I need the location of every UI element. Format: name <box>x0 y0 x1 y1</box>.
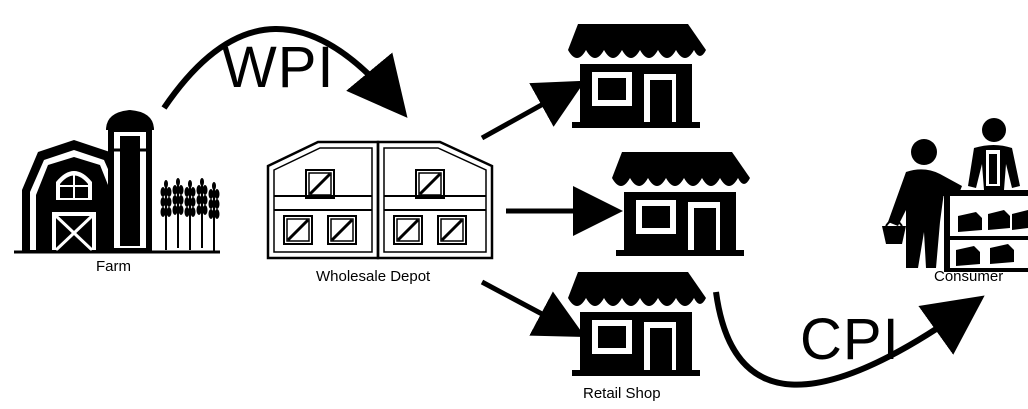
wholesale-depot-label: Wholesale Depot <box>316 268 431 285</box>
arrow-depot-to-store-top <box>480 80 586 141</box>
arrow-depot-to-store-bottom <box>480 279 586 338</box>
cpi-label: CPI <box>800 307 900 372</box>
consumer-label: Consumer <box>934 268 1004 285</box>
store-icon-bottom <box>568 272 706 376</box>
barn-silo-wheat-icon <box>14 110 221 254</box>
store-icon-middle <box>612 152 750 256</box>
wpi-label: WPI <box>222 35 335 100</box>
warehouse-crates-icon <box>266 140 494 260</box>
store-icon-top <box>568 24 706 128</box>
wpi-arrow <box>161 26 408 118</box>
farm-label: Farm <box>96 258 131 275</box>
cpi-arrow <box>713 291 985 388</box>
warehouse-crates <box>282 168 468 246</box>
retail-shop-label: Retail Shop <box>583 385 661 402</box>
shopper-at-counter-icon <box>882 118 1028 272</box>
